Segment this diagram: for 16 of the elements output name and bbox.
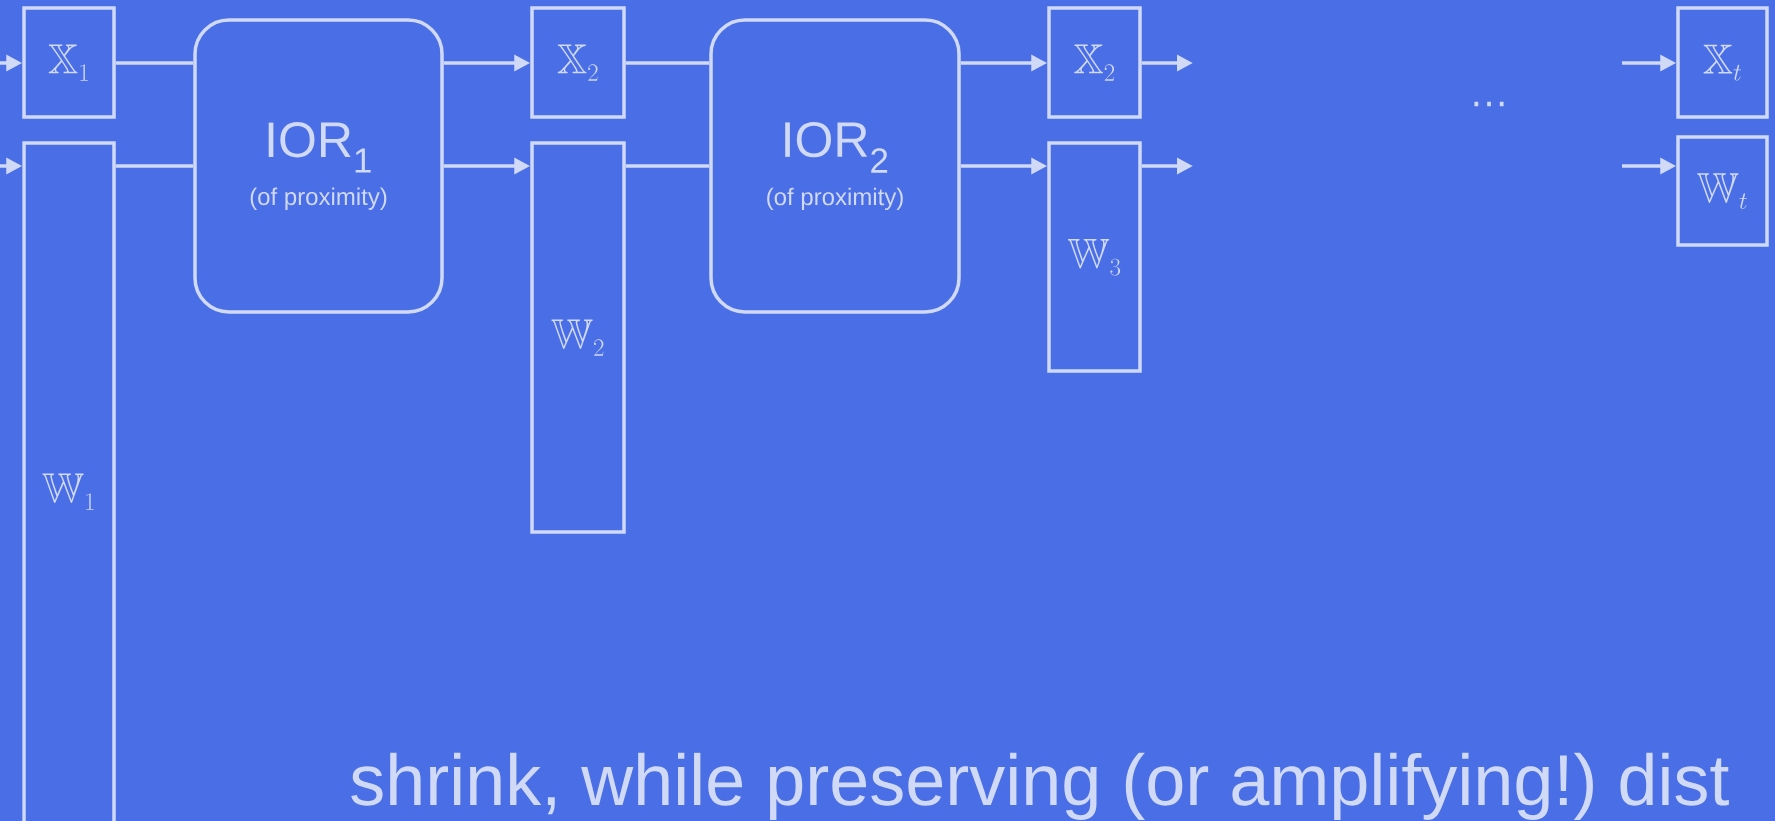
operator-box: IOR$_{1}$ (of proximity) (193, 18, 444, 314)
connector-line (115, 164, 194, 168)
variable-box: $\mathbb{W}_1$ (22, 141, 116, 821)
connector-line (115, 61, 194, 65)
operator-box: IOR$_{2}$ (of proximity) (709, 18, 961, 314)
variable-box: $\mathbb{X}_2$ (1047, 6, 1142, 119)
variable-box: $\mathbb{W}_3$ (1047, 141, 1142, 373)
connector-line (625, 164, 710, 168)
caption-text: shrink, while preserving (or amplifying!) dist (351, 752, 1729, 820)
variable-box: $\mathbb{X}_t$ (1676, 6, 1769, 119)
variable-box: $\mathbb{X}_1$ (22, 6, 116, 119)
variable-box: $\mathbb{W}_2$ (530, 141, 626, 534)
connector-line (625, 61, 710, 65)
variable-box: $\mathbb{W}_t$ (1676, 135, 1769, 247)
ellipsis: … (1474, 101, 1504, 107)
variable-box: $\mathbb{X}_2$ (530, 6, 626, 119)
